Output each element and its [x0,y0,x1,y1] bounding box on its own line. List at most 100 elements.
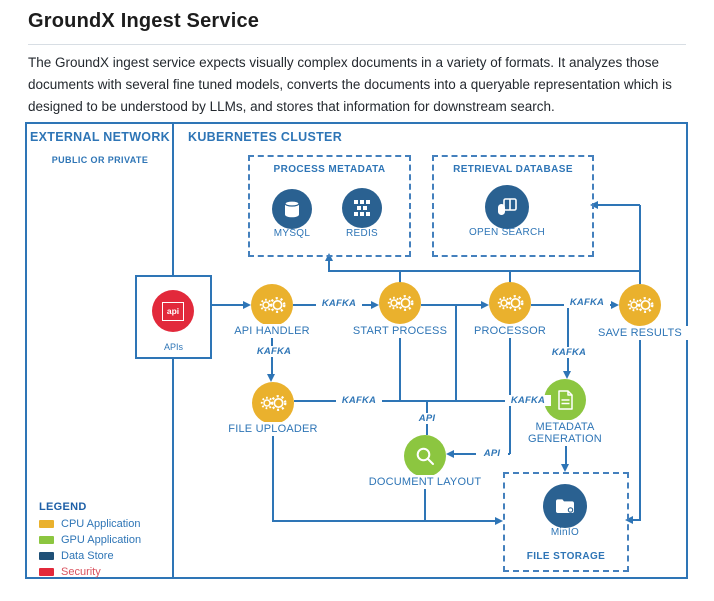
node-start-process [379,282,421,324]
node-processor-label: PROCESSOR [460,324,560,338]
node-open-search [485,185,529,229]
connector-start-process-to-processor [421,304,481,306]
connector-document-layout-down [424,477,426,521]
legend-item-cpu: CPU Application [39,518,141,530]
arrow-into-file-storage-left [495,517,503,525]
node-document-layout-label: DOCUMENT LAYOUT [360,475,490,489]
datastore-color-swatch [39,552,54,560]
connector-mid-kafka-line [294,400,536,402]
arrow-into-processor [481,301,489,309]
redis-grid-icon [354,200,370,216]
node-api-handler [251,284,293,326]
zone-external-network-subtitle: PUBLIC OR PRIVATE [51,155,149,165]
edge-label-kafka-6: KAFKA [546,347,592,358]
legend-item-label: CPU Application [61,518,141,530]
node-metadata-generation-label: METADATA GENERATION [520,420,610,446]
legend-item-label: GPU Application [61,534,142,546]
node-processor [489,282,531,324]
node-minio [543,484,587,528]
node-open-search-label: OPEN SEARCH [468,227,546,238]
group-process-metadata-title: PROCESS METADATA [273,164,386,175]
architecture-diagram: EXTERNAL NETWORK PUBLIC OR PRIVATE KUBER… [25,122,690,582]
connector-bus-drop-processor [509,272,511,283]
connector-metadata-generation-to-storage [565,444,567,464]
gears-icon [387,295,414,311]
connector-bus-vertical [328,261,330,272]
legend: LEGEND CPU Application GPU Application D… [39,501,141,582]
arrow-into-retrieval-database [590,201,598,209]
connector-file-uploader-to-start-process [399,332,401,401]
group-file-storage-title: FILE STORAGE [526,551,606,562]
node-api-handler-label: API HANDLER [222,324,322,338]
arrow-into-document-layout [446,450,454,458]
connector-save-results-down [639,326,641,521]
connector-apis-to-api-handler [208,304,243,306]
edge-label-kafka-4: KAFKA [336,395,382,406]
connector-processor-down [509,324,511,454]
node-apis-label: APIs [163,342,183,352]
connector-to-retrieval-database [598,204,640,206]
database-cylinder-icon [284,200,300,218]
page-description: The GroundX ingest service expects visua… [28,55,672,114]
group-retrieval-database: RETRIEVAL DATABASE [432,155,594,257]
connector-into-storage-right [633,519,640,521]
edge-label-kafka-5: KAFKA [505,395,551,406]
page-title: GroundX Ingest Service [28,10,686,45]
cpu-color-swatch [39,520,54,528]
group-file-storage: FILE STORAGE [503,472,629,572]
folder-icon [556,499,574,513]
connector-kafka-to-metadata-generation [567,305,569,371]
edge-label-kafka-3: KAFKA [251,346,297,357]
node-file-uploader [252,382,294,424]
document-icon [558,390,573,410]
legend-item-security: Security [39,566,141,578]
node-file-uploader-label: FILE UPLOADER [223,422,323,436]
edge-label-kafka-2: KAFKA [564,297,610,308]
node-metadata-generation [544,379,586,421]
connector-bus-drop-start-process [399,272,401,283]
zone-external-network-title: EXTERNAL NETWORK [30,130,170,144]
group-process-metadata: PROCESS METADATA [248,155,411,257]
gears-icon [260,395,287,411]
gears-icon [259,297,286,313]
security-color-swatch [39,568,54,576]
node-redis-label: REDIS [345,228,379,239]
node-start-process-label: START PROCESS [350,324,450,338]
legend-item-datastore: Data Store [39,550,141,562]
arrow-into-save-results [611,301,619,309]
zone-kubernetes-cluster-title: KUBERNETES CLUSTER [188,130,343,144]
arrow-into-process-metadata [325,253,333,261]
open-search-icon [498,198,517,215]
node-save-results-label: SAVE RESULTS [590,326,690,340]
legend-item-label: Security [61,566,101,578]
arrow-down-into-metadata-generation [563,371,571,379]
arrow-into-file-storage-right [625,516,633,524]
api-chip-icon: api [162,301,184,321]
gpu-color-swatch [39,536,54,544]
edge-label-kafka-1: KAFKA [316,298,362,309]
legend-item-label: Data Store [61,550,114,562]
node-mysql [272,189,312,229]
gears-icon [627,297,654,313]
node-minio-label: MinIO [550,527,580,538]
connector-row-to-mid-line [455,305,457,401]
node-apis: api [152,290,194,332]
connector-file-uploader-down [272,424,274,521]
arrow-into-start-process [371,301,379,309]
node-redis [342,188,382,228]
api-chip-text: api [166,306,180,316]
arrow-into-api-handler [243,301,251,309]
connector-metadata-bus [328,270,641,272]
magnifier-icon [416,447,434,465]
node-save-results [619,284,661,326]
connector-bottom-to-storage [272,520,495,522]
connector-save-results-up [639,205,641,284]
legend-item-gpu: GPU Application [39,534,141,546]
legend-title: LEGEND [39,501,87,513]
group-retrieval-database-title: RETRIEVAL DATABASE [453,164,573,175]
arrow-into-file-uploader [267,374,275,382]
edge-label-api-1: API [411,413,443,424]
node-document-layout [404,435,446,477]
gears-icon [497,295,524,311]
edge-label-api-2: API [476,448,508,459]
